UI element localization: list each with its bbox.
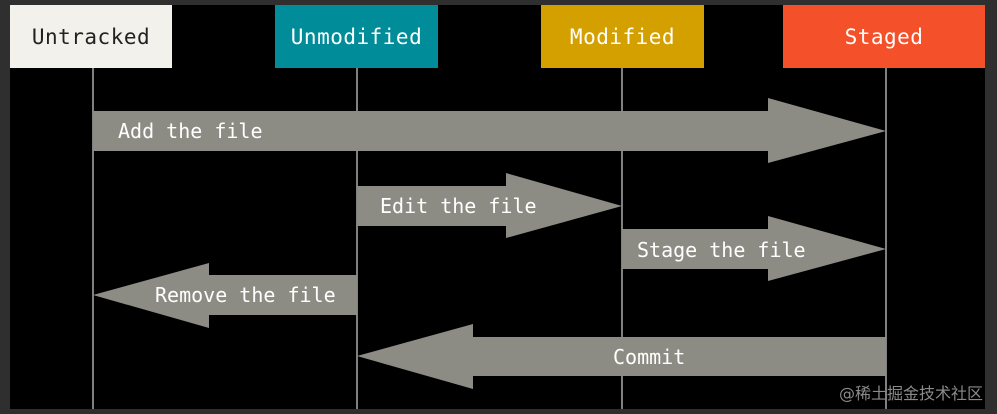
state-unmodified-label: Unmodified <box>290 24 423 49</box>
arrow-remove-the-file-label: Remove the file <box>155 283 336 307</box>
arrow-edit-the-file-label: Edit the file <box>380 194 537 218</box>
state-modified: Modified <box>541 5 704 68</box>
state-staged-label: Staged <box>844 24 924 49</box>
arrow-commit <box>357 324 886 389</box>
diagram-canvas: Untracked Unmodified Modified Staged Add… <box>10 5 985 409</box>
arrow-add-the-file-label: Add the file <box>118 119 263 143</box>
arrow-stage-the-file <box>622 216 886 281</box>
arrow-remove-the-file <box>93 263 357 328</box>
state-untracked: Untracked <box>10 5 172 68</box>
lifecycle-diagram: Add the file Edit the file Stage the fil… <box>92 68 887 409</box>
arrow-commit-label: Commit <box>613 345 685 369</box>
watermark: @稀土掘金技术社区 <box>838 384 983 403</box>
arrow-add-the-file <box>93 98 886 163</box>
state-untracked-label: Untracked <box>31 24 151 49</box>
arrow-edit-the-file <box>357 173 622 238</box>
arrow-stage-the-file-label: Stage the file <box>637 238 806 262</box>
state-staged: Staged <box>783 5 985 68</box>
state-modified-label: Modified <box>569 24 676 49</box>
state-unmodified: Unmodified <box>275 5 438 68</box>
